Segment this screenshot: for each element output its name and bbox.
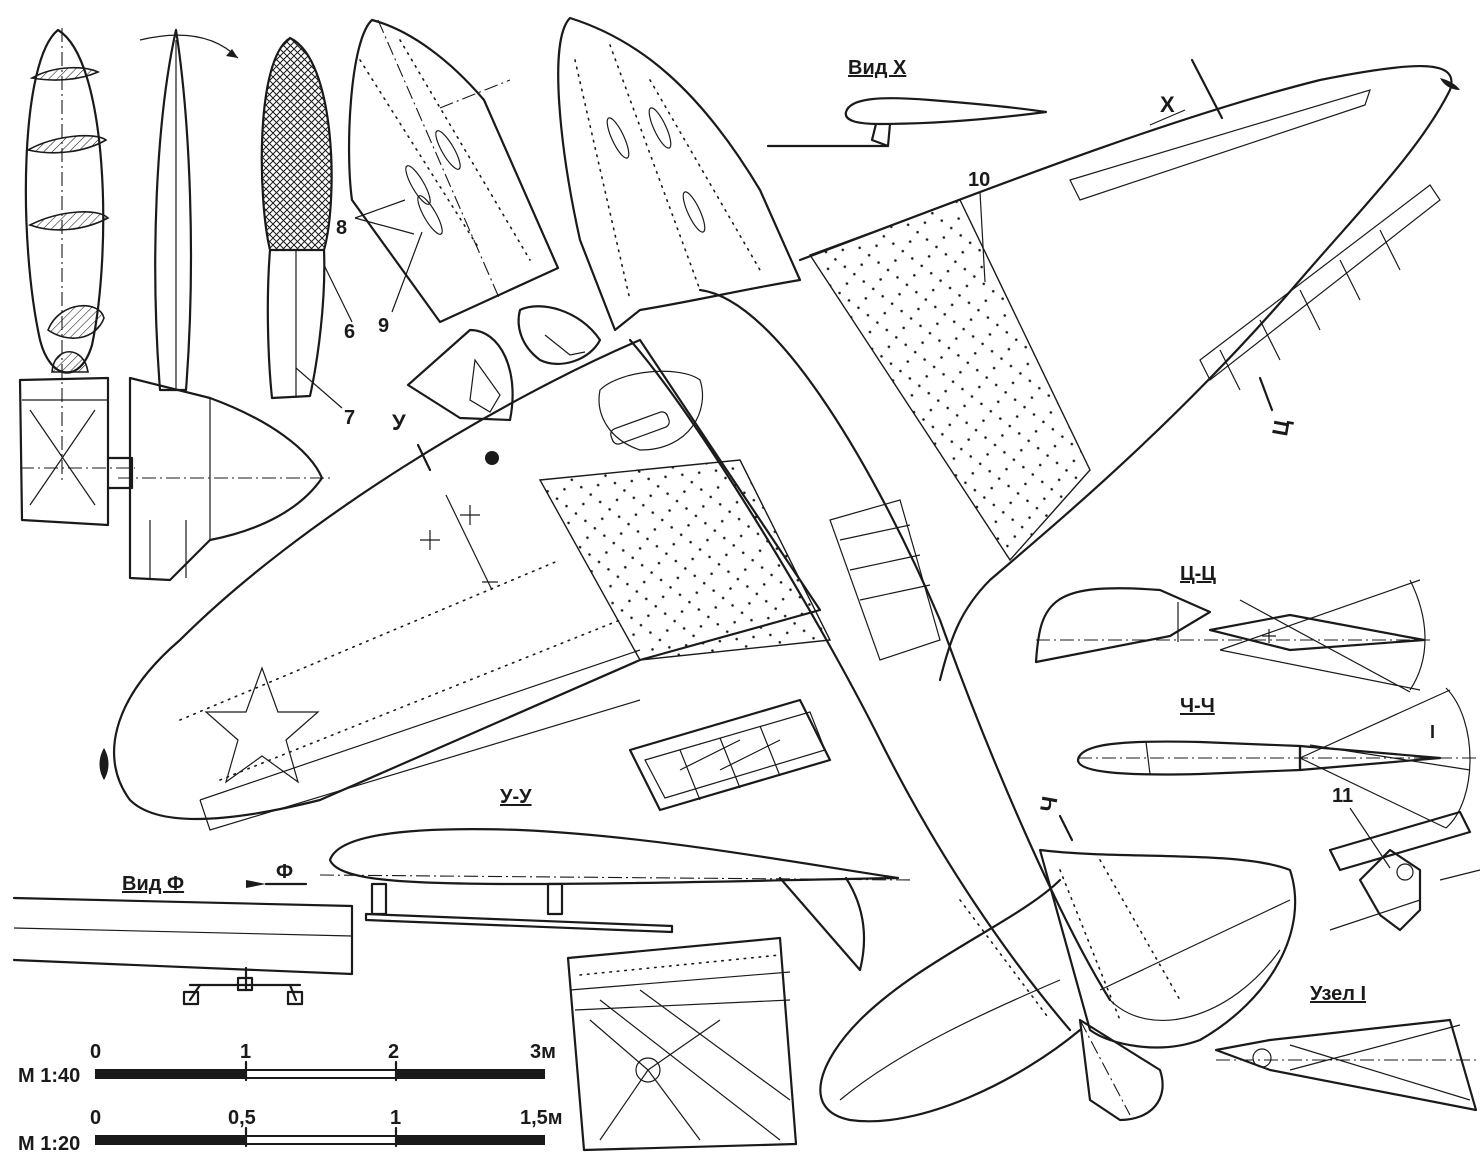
scale-1-40-label: М 1:40 <box>18 1065 80 1087</box>
section-u-u-title: У-У <box>500 786 532 808</box>
structure-detail-panel <box>566 936 798 1152</box>
cut-mark-ts: Ц <box>1267 418 1294 438</box>
star-insignia-icon <box>204 666 320 784</box>
section-ch-ch-title: Ч-Ч <box>1180 695 1215 717</box>
scale-1-40-tick-0: 0 <box>90 1041 101 1063</box>
section-ts-ts: Ц-Ц <box>1034 563 1430 693</box>
scale-bar-1-40: М 1:40 0 1 2 3м <box>18 1041 556 1087</box>
callout-6: 6 <box>344 321 355 343</box>
cut-mark-f: Ф <box>276 861 293 883</box>
scale-1-20-label: М 1:20 <box>18 1133 80 1155</box>
callout-9: 9 <box>378 315 389 337</box>
section-ts-ts-title: Ц-Ц <box>1180 563 1216 585</box>
view-f: Вид Ф Ф <box>12 861 354 1006</box>
callout-11: 11 <box>1332 785 1353 807</box>
cockpit-detail-inset <box>406 305 602 465</box>
scale-1-20-tick-1: 1 <box>390 1107 401 1129</box>
scale-1-20-tick-15: 1,5м <box>520 1107 563 1129</box>
section-u-u: У-У <box>319 786 913 972</box>
section-ch-ch: Ч-Ч I <box>1076 687 1476 829</box>
dimension-marks <box>420 494 498 591</box>
scale-1-40-tick-2: 2 <box>388 1041 399 1063</box>
view-x-title: Вид Х <box>848 57 907 79</box>
section-cut-marks: Х У Ц Ч <box>392 58 1295 842</box>
cut-mark-x: Х <box>1160 92 1175 117</box>
node-mark-i: I <box>1430 722 1435 742</box>
node-i-detail: Узел I <box>1214 810 1481 1112</box>
cut-mark-ch: Ч <box>1035 794 1062 814</box>
scale-1-20-tick-0: 0 <box>90 1107 101 1129</box>
propeller-blade-sections <box>18 28 135 527</box>
callout-7: 7 <box>344 407 355 429</box>
callout-8: 8 <box>336 217 347 239</box>
propeller-side-view <box>118 28 330 582</box>
scale-1-40-tick-1: 1 <box>240 1041 251 1063</box>
node-i-title: Узел I <box>1310 983 1366 1005</box>
scale-bar-1-20: М 1:20 0 0,5 1 1,5м <box>18 1107 563 1155</box>
engine-cowl-panel <box>347 18 560 324</box>
callout-10: 10 <box>968 169 990 191</box>
scale-1-40-tick-3: 3м <box>530 1041 556 1063</box>
aircraft-plan-view <box>99 16 1460 1123</box>
spinner-blade-detail <box>260 36 353 409</box>
view-x: Вид Х <box>766 57 1048 148</box>
cut-mark-u: У <box>392 410 406 435</box>
scale-1-20-tick-05: 0,5 <box>228 1107 256 1129</box>
view-f-title: Вид Ф <box>122 873 184 895</box>
